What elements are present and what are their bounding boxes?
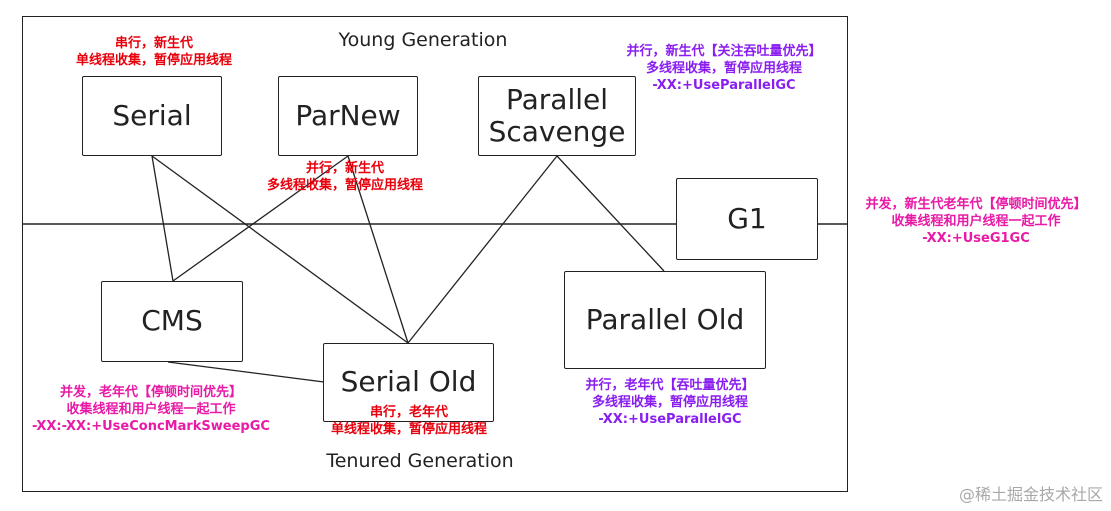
parnew-collector-box: ParNew bbox=[278, 76, 418, 156]
serial-note: 串行，新生代 单线程收集，暂停应用线程 bbox=[76, 35, 232, 69]
parallel-scavenge-collector-box: Parallel Scavenge bbox=[478, 76, 636, 156]
cms-collector-box: CMS bbox=[101, 281, 243, 362]
parallel-old-collector-label: Parallel Old bbox=[585, 302, 745, 336]
g1-note-line-2: 收集线程和用户线程一起工作 bbox=[891, 214, 1061, 229]
g1-collector-label: G1 bbox=[727, 201, 767, 235]
parnew-note: 并行，新生代 多线程收集，暂停应用线程 bbox=[267, 160, 423, 194]
line-cms-serialold bbox=[167, 361, 325, 383]
parallel-scavenge-note-line-3: -XX:+UseParallelGC bbox=[652, 78, 796, 93]
serial-note-line-1: 串行，新生代 bbox=[114, 36, 194, 51]
young-generation-label: Young Generation bbox=[338, 29, 508, 51]
parallel-scavenge-note-line-2: 多线程收集，暂停应用线程 bbox=[645, 61, 803, 76]
cms-note-line-3: -XX:-XX:+UseConcMarkSweepGC bbox=[32, 419, 270, 434]
cms-note-line-1: 并发，老年代【停顿时间优先】 bbox=[59, 385, 243, 400]
parallel-scavenge-collector-label: Parallel Scavenge bbox=[488, 82, 626, 148]
serial-collector-label: Serial bbox=[112, 98, 192, 132]
serial-old-note: 串行，老年代 单线程收集，暂停应用线程 bbox=[331, 404, 487, 438]
heap-frame bbox=[22, 16, 848, 492]
line-serial-cms bbox=[151, 155, 174, 282]
tenured-generation-label: Tenured Generation bbox=[326, 450, 514, 472]
serial-old-collector-label: Serial Old bbox=[340, 365, 477, 399]
line-scavenge-parallelold bbox=[556, 155, 665, 272]
serial-old-collector-box: Serial Old bbox=[323, 343, 494, 422]
parnew-note-line-1: 并行，新生代 bbox=[305, 161, 385, 176]
parnew-collector-label: ParNew bbox=[295, 98, 401, 132]
g1-note-line-3: -XX:+UseG1GC bbox=[922, 231, 1030, 246]
parallel-old-note: 并行，老年代【吞吐量优先】 多线程收集，暂停应用线程 -XX:+UseParal… bbox=[585, 377, 754, 428]
line-parnew-cms bbox=[172, 155, 349, 282]
parnew-note-line-2: 多线程收集，暂停应用线程 bbox=[266, 178, 424, 193]
line-scavenge-serialold bbox=[407, 155, 558, 344]
parallel-old-note-line-2: 多线程收集，暂停应用线程 bbox=[591, 395, 749, 410]
parallel-old-note-line-3: -XX:+UseParallelGC bbox=[598, 412, 742, 427]
parallel-scavenge-note: 并行，新生代【关注吞吐量优先】 多线程收集，暂停应用线程 -XX:+UsePar… bbox=[626, 43, 821, 94]
parallel-old-collector-box: Parallel Old bbox=[564, 271, 766, 369]
cms-note-line-2: 收集线程和用户线程一起工作 bbox=[66, 402, 236, 417]
cms-note: 并发，老年代【停顿时间优先】 收集线程和用户线程一起工作 -XX:-XX:+Us… bbox=[32, 384, 270, 435]
g1-note: 并发，新生代老年代【停顿时间优先】 收集线程和用户线程一起工作 -XX:+Use… bbox=[865, 196, 1086, 247]
serial-old-note-line-1: 串行，老年代 bbox=[369, 405, 449, 420]
serial-old-note-line-2: 单线程收集，暂停应用线程 bbox=[330, 422, 488, 437]
serial-collector-box: Serial bbox=[82, 76, 222, 156]
cms-collector-label: CMS bbox=[141, 304, 203, 338]
watermark: @稀土掘金技术社区 bbox=[958, 485, 1103, 504]
line-parnew-serialold bbox=[347, 155, 409, 344]
parallel-old-note-line-1: 并行，老年代【吞吐量优先】 bbox=[585, 378, 755, 393]
parallel-scavenge-note-line-1: 并行，新生代【关注吞吐量优先】 bbox=[626, 44, 822, 59]
line-serial-serialold bbox=[151, 155, 409, 344]
g1-note-line-1: 并发，新生代老年代【停顿时间优先】 bbox=[865, 197, 1087, 212]
serial-note-line-2: 单线程收集，暂停应用线程 bbox=[75, 53, 233, 68]
g1-collector-box: G1 bbox=[676, 178, 818, 260]
